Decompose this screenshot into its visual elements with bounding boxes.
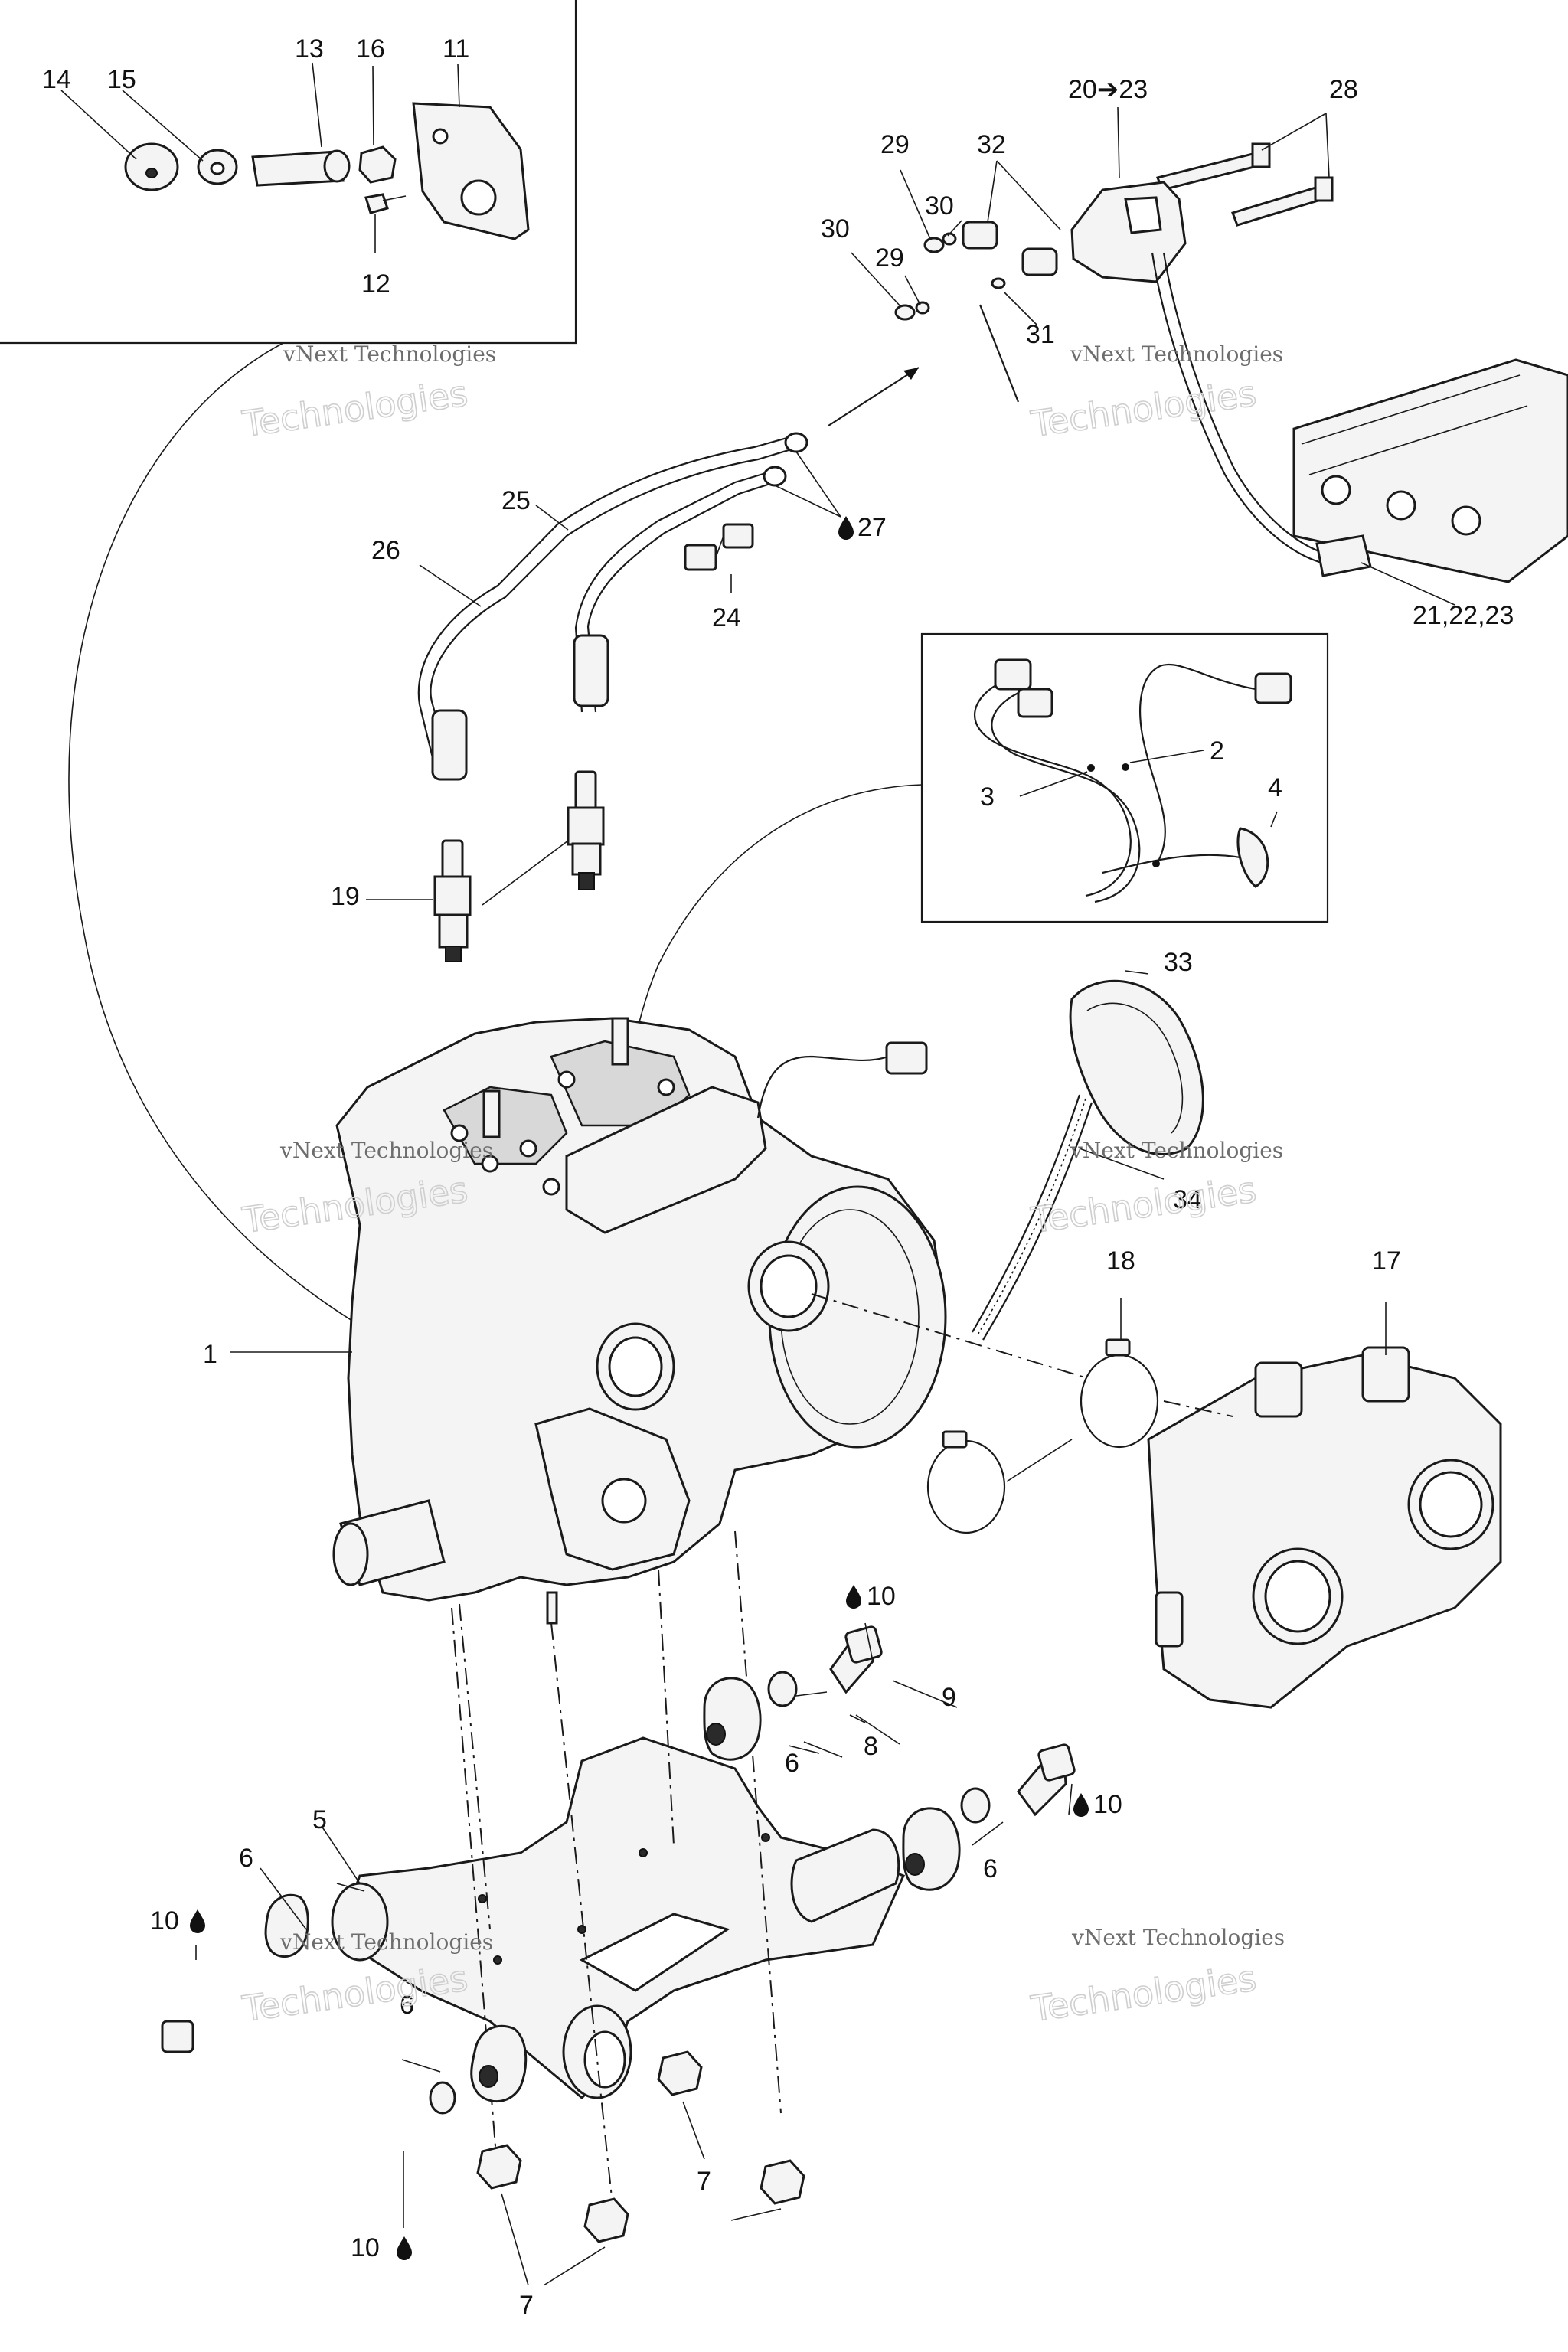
drop-icon [846,1585,861,1609]
callout-29b: 29 [875,243,904,273]
callout-8: 8 [864,1732,878,1761]
callout-7b: 7 [519,2291,534,2320]
leader-lines-main [230,1351,1004,2073]
callout-7a: 7 [697,2167,711,2196]
spark-plug-wires [417,367,920,781]
callout-6b: 6 [983,1854,998,1883]
watermark-text: vNext Technologies [283,341,496,367]
drop-icon [1073,1793,1089,1817]
part-33-cover [1069,979,1204,1155]
part-7-nuts [476,2050,805,2286]
part-33-34-rewind-cable [972,970,1204,1341]
watermark-text: vNext Technologies [1070,341,1283,367]
exhaust-manifold [565,1086,767,1234]
callout-17: 17 [1372,1246,1401,1276]
callout-24: 24 [712,603,741,632]
watermark-text: vNext Technologies [279,1929,493,1955]
callout-30b: 30 [821,214,850,243]
callout-16: 16 [356,34,385,64]
part-11-bracket [412,102,530,240]
watermark-text: vNext Technologies [1070,1138,1283,1163]
inset-box-harness [616,632,1329,1165]
callout-labels: 14 15 13 16 11 12 20➔23 28 29 32 30 30 2… [42,34,1514,2320]
watermark-text: vNext Technologies [279,1138,493,1163]
part-16-nut [358,145,397,184]
callout-1: 1 [203,1340,217,1369]
callout-10a: 10 [867,1582,896,1611]
engine-harness-connector [885,1041,928,1075]
callout-34: 34 [1173,1185,1202,1214]
callout-19: 19 [331,882,360,911]
spark-plugs [366,770,605,962]
callout-20: 20➔23 [1068,75,1148,104]
part-8-9-10-fasteners [161,1622,1076,2228]
callout-3: 3 [980,782,995,812]
callout-14: 14 [42,65,71,94]
part-6-rubber-mounts [264,1677,961,2103]
inset-box-mount-parts [0,0,577,1364]
watermark-outline: Technologies [240,1957,470,2030]
part-14-washer [124,142,179,191]
callout-12: 12 [361,270,390,299]
engine-block [332,1017,947,1625]
part-19-spark-plug [441,839,464,882]
ignition-coil-assembly [851,106,1568,606]
callout-10d: 10 [351,2233,380,2262]
callout-13: 13 [295,34,324,64]
part-21-connector [1315,534,1372,577]
callout-33: 33 [1164,948,1193,977]
callout-6c: 6 [239,1844,253,1873]
callout-5: 5 [312,1805,327,1834]
callout-15: 15 [107,65,136,94]
callout-4: 4 [1268,773,1282,802]
part-17-carburetors [1147,1302,1502,1709]
callout-10b: 10 [1093,1790,1122,1819]
part-28-bolt [1156,152,1262,191]
part-12-bolt [364,193,389,214]
drop-icon [397,2236,412,2260]
callout-9: 9 [942,1683,956,1712]
callout-2: 2 [1210,737,1224,766]
spark-plug-cap-left [431,709,468,781]
watermark-outline: Technologies [240,372,470,445]
watermark-outline: Technologies [1028,1957,1259,2030]
callout-6a: 6 [785,1749,799,1778]
watermark-text: vNext Technologies [1071,1925,1285,1950]
part-20-coil [1070,181,1187,283]
callout-21: 21,22,23 [1413,601,1514,630]
part-18-clamps [811,1293,1233,1534]
callout-10c: 10 [150,1906,179,1936]
callout-30a: 30 [925,191,954,220]
watermark-outline: Technologies [1028,372,1259,445]
callout-27: 27 [858,513,887,542]
drop-icon [838,516,854,540]
callout-11: 11 [443,34,469,64]
callout-25: 25 [501,486,531,515]
part-32-cap [962,220,998,250]
callout-32: 32 [977,130,1006,159]
drop-icon [190,1909,205,1933]
ecu-box [1292,358,1568,583]
part-5-engine-mount [331,1736,906,2100]
callout-28: 28 [1329,75,1358,104]
callout-6d: 6 [400,1991,414,2020]
callout-29a: 29 [880,130,910,159]
callout-26: 26 [371,536,400,565]
spark-plug-cap-right [573,634,609,707]
part-24-connector [684,523,754,593]
callout-18: 18 [1106,1246,1135,1276]
callout-31: 31 [1026,320,1055,349]
